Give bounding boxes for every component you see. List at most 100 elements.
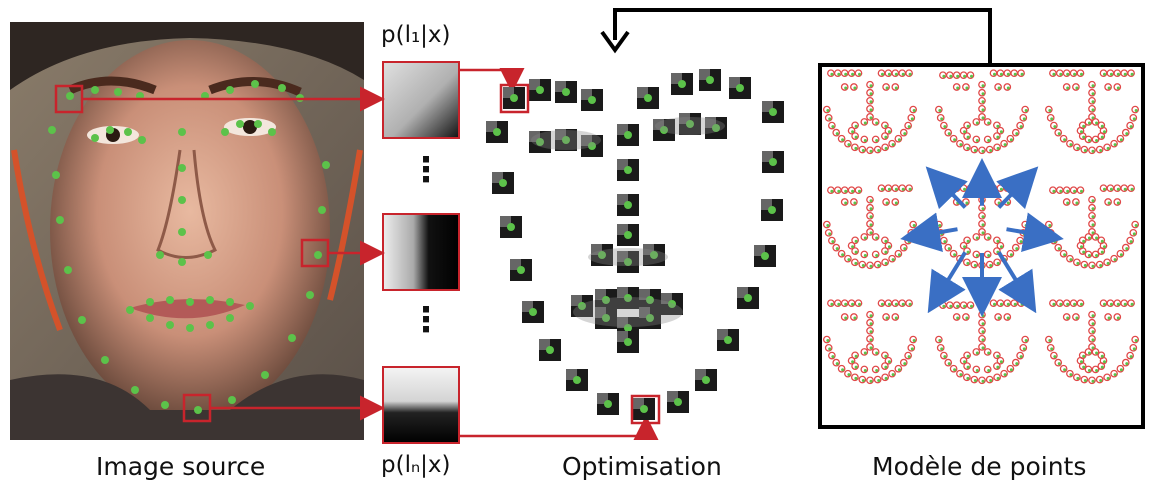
- model-point-center: [1050, 347, 1054, 351]
- optimisation-landmark: [588, 142, 596, 150]
- model-point: [1088, 261, 1096, 270]
- model-point-center: [908, 72, 912, 76]
- patch-middle: [382, 213, 460, 291]
- model-point: [978, 105, 986, 113]
- model-point: [871, 348, 880, 356]
- model-point: [847, 356, 856, 365]
- optimisation-landmark: [499, 179, 507, 187]
- optimisation-landmark: [744, 294, 752, 302]
- model-point: [983, 118, 992, 126]
- model-point: [1116, 249, 1125, 258]
- patch-column: [382, 61, 460, 444]
- model-point-center: [1052, 189, 1056, 193]
- model-point: [970, 145, 979, 154]
- model-point: [881, 373, 889, 382]
- model-point-center: [996, 365, 1000, 369]
- optimisation-landmark: [736, 84, 744, 92]
- model-point-center: [993, 72, 996, 76]
- model-point-center: [963, 360, 967, 364]
- model-point-center: [1134, 109, 1138, 113]
- model-point: [851, 132, 859, 140]
- model-point-center: [854, 354, 858, 358]
- model-point: [1078, 351, 1087, 360]
- model-point-center: [981, 149, 985, 153]
- model-point-center: [1107, 201, 1111, 205]
- model-point-center: [1022, 347, 1026, 351]
- model-point-center: [885, 316, 889, 320]
- model-point-center: [858, 189, 861, 193]
- model-point-center: [887, 187, 891, 191]
- model-point-center: [1100, 135, 1104, 139]
- model-point-center: [999, 187, 1003, 191]
- model-point-center: [858, 72, 861, 76]
- model-point-center: [1076, 261, 1080, 265]
- model-point: [1088, 105, 1096, 113]
- model-variation-arrow: [996, 166, 1039, 210]
- response-patch-shade: [492, 172, 503, 183]
- optimisation-landmark: [702, 376, 710, 384]
- model-point: [840, 313, 849, 321]
- model-point: [978, 220, 986, 228]
- model-point: [832, 243, 841, 252]
- model-point: [873, 375, 882, 384]
- model-point-center: [853, 86, 857, 90]
- model-point: [866, 220, 874, 228]
- model-point: [881, 247, 889, 255]
- model-point-center: [989, 379, 993, 383]
- optimisation-highlight-box: [499, 83, 530, 114]
- model-point-center: [869, 322, 873, 326]
- model-point-center: [966, 239, 970, 243]
- optimisation-landmark: [493, 128, 501, 136]
- model-point-center: [1087, 368, 1091, 372]
- model-point-center: [1053, 125, 1057, 129]
- model-point-center: [963, 187, 967, 191]
- model-point: [1062, 313, 1071, 321]
- model-point: [978, 80, 986, 89]
- model-point-center: [1095, 138, 1099, 142]
- model-point-center: [1087, 236, 1091, 240]
- model-point: [851, 351, 859, 360]
- model-point-center: [975, 368, 979, 372]
- model-point: [851, 258, 859, 267]
- optimisation-landmark: [536, 138, 544, 146]
- model-point-center: [851, 302, 855, 306]
- model-point-center: [1057, 247, 1061, 251]
- model-point: [1046, 113, 1055, 122]
- patch-last-label: p(lₙ|x): [381, 452, 451, 478]
- model-point-center: [1073, 302, 1077, 306]
- model-point: [1097, 236, 1106, 245]
- model-point-center: [973, 149, 977, 153]
- model-point: [873, 260, 882, 269]
- model-point-center: [1019, 355, 1023, 359]
- model-point-center: [830, 189, 834, 193]
- model-point: [850, 198, 858, 206]
- model-point-center: [869, 346, 873, 350]
- model-point: [993, 143, 1001, 152]
- model-point-center: [942, 304, 946, 308]
- model-point-center: [887, 72, 891, 76]
- model-point: [993, 362, 1001, 370]
- model-point-center: [863, 138, 867, 142]
- response-patch-shade: [639, 289, 650, 300]
- model-point-center: [844, 302, 848, 306]
- model-point-center: [1103, 72, 1106, 76]
- model-point: [1127, 184, 1135, 193]
- model-point-center: [1059, 189, 1063, 193]
- model-point: [866, 113, 874, 121]
- model-point-center: [861, 379, 865, 383]
- model-point: [1127, 299, 1135, 308]
- model-point-center: [987, 253, 991, 257]
- model-point-center: [837, 189, 841, 193]
- photo-landmark: [236, 120, 244, 128]
- model-point: [934, 335, 943, 344]
- model-point: [963, 373, 971, 382]
- response-patch-shade: [643, 244, 654, 255]
- model-point: [996, 126, 1005, 135]
- model-point: [866, 146, 874, 155]
- model-point: [884, 356, 893, 365]
- model-point-center: [1100, 250, 1104, 254]
- model-point: [881, 362, 889, 370]
- model-point: [1044, 335, 1053, 344]
- photo-landmark: [204, 251, 212, 259]
- model-point-center: [869, 231, 873, 235]
